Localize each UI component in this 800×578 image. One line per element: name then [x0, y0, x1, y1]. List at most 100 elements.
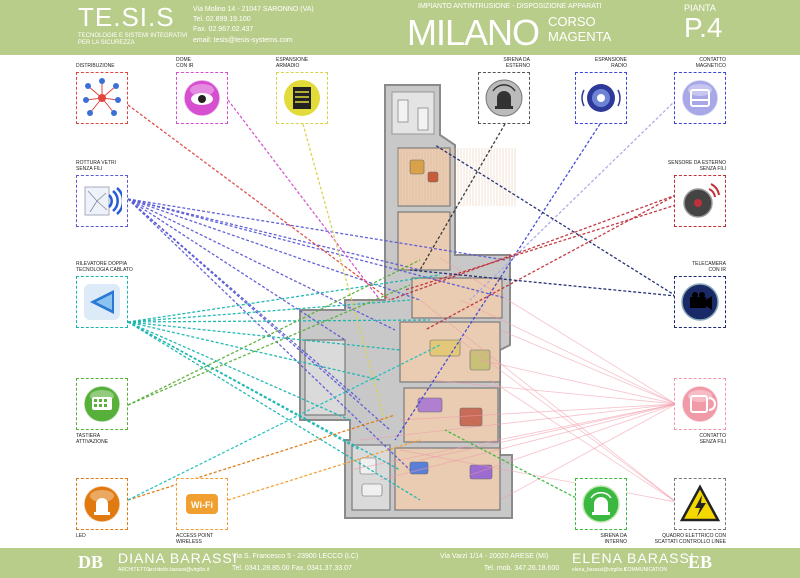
wire	[359, 403, 677, 441]
lounger	[397, 99, 409, 123]
wire	[419, 403, 677, 461]
wire	[469, 99, 677, 301]
device-label-line: WIRELESS	[176, 539, 202, 545]
company-email: email: tesis@tesis-systems.com	[193, 37, 293, 44]
wire	[499, 329, 677, 405]
wire	[127, 321, 381, 381]
wire	[444, 429, 581, 501]
device-label-line: SCATTATI CONTROLLO LINEE	[654, 539, 726, 545]
wire	[127, 198, 346, 341]
device-quadro-elettrico	[674, 478, 726, 530]
room	[397, 147, 451, 207]
brand-tagline-1: TECNOLOGIE E SISTEMI INTEGRATIVI	[78, 33, 188, 39]
wire	[419, 123, 506, 271]
wire	[459, 339, 677, 503]
wireless-contact-icon	[681, 385, 719, 423]
wire	[127, 104, 391, 301]
footer-left-email: architetto.barassi@virgilio.it	[148, 567, 210, 573]
device-contatto-magnetico	[674, 72, 726, 124]
wire	[379, 403, 677, 481]
led-icon	[83, 485, 121, 523]
wire	[227, 439, 421, 501]
device-label-line: LED	[76, 533, 86, 539]
wire	[459, 299, 677, 405]
footer-right-role: COMMUNICATION	[624, 567, 667, 573]
outdoor-siren-icon	[485, 79, 523, 117]
device-label-line: SENZA FILI	[76, 166, 103, 172]
company-address: Via Molino 14 - 21047 SARONNO (VA)	[193, 6, 314, 13]
footer-left-phone: Tel. 0341.28.85.00 Fax. 0341.37.33.07	[232, 565, 352, 572]
device-label-line: ESPANSIONE	[276, 57, 309, 63]
wire	[429, 379, 677, 405]
device-espansione-armadio	[276, 72, 328, 124]
device-access-point: Wi-Fi	[176, 478, 228, 530]
wire	[127, 198, 421, 301]
device-label-line: DOME	[176, 57, 191, 63]
wire	[127, 321, 351, 421]
wire	[419, 299, 677, 503]
footer-right-email: elena_barassi@virgilio.it	[572, 567, 627, 573]
footer-left-address: Via S. Francesco 5 - 23900 LECCO (LC)	[232, 553, 359, 560]
room	[397, 211, 451, 271]
wire	[499, 403, 677, 501]
footer-band: DB DIANA BARASSI ARCHITETTO architetto.b…	[0, 548, 800, 578]
device-label-line: CON IR	[708, 267, 727, 273]
wire	[127, 259, 421, 406]
wire	[404, 204, 677, 291]
wire	[127, 321, 361, 451]
dome-camera-icon	[183, 79, 221, 117]
wire	[227, 99, 381, 301]
device-label-line: ACCESS POINT	[176, 533, 214, 539]
device-label-line: CONTATTO	[699, 433, 726, 439]
radio-expansion-icon	[581, 84, 621, 112]
wire	[479, 359, 677, 405]
wire	[127, 274, 441, 323]
device-label-line: RILEVATORE DOPPIA	[76, 261, 128, 267]
device-label-line: CONTATTO	[699, 57, 726, 63]
project-title: IMPIANTO ANTINTRUSIONE - DISPOSIZIONE AP…	[418, 3, 602, 10]
project-street-2: MAGENTA	[548, 29, 612, 44]
room	[351, 444, 391, 511]
device-label-line: ARMADIO	[276, 63, 300, 69]
device-telecamera	[674, 276, 726, 328]
wire	[439, 257, 677, 405]
ir-camera-icon	[681, 283, 719, 321]
wire	[399, 449, 677, 503]
footer-left-logo: DB	[78, 552, 104, 572]
wire	[127, 321, 421, 501]
device-tastiera	[76, 378, 128, 430]
device-label-line: ATTIVAZIONE	[76, 439, 109, 445]
footer-left-role: ARCHITETTO	[118, 567, 150, 573]
wifi-access-point-icon: Wi-Fi	[186, 494, 218, 514]
footer-right-logo: EB	[688, 552, 713, 572]
wire	[489, 379, 677, 503]
footer-left-name: DIANA BARASSI	[118, 550, 238, 566]
footer-right-name: ELENA BARASSI	[572, 550, 695, 566]
wifi-badge-text: Wi-Fi	[191, 500, 213, 510]
wire	[127, 319, 431, 323]
wire	[127, 344, 441, 501]
device-sirena-interno	[575, 478, 627, 530]
device-label-line: SENZA FILI	[699, 439, 726, 445]
wire	[127, 299, 411, 323]
brand-logo: TE.SI.S	[78, 2, 175, 32]
wire	[469, 403, 677, 476]
device-contatto-senza-fili	[674, 378, 726, 430]
indoor-siren-icon	[582, 485, 620, 523]
company-tel: Tel. 02.899.19.100	[193, 16, 251, 23]
device-label-line: ESPANSIONE	[594, 57, 627, 63]
project-street-1: CORSO	[548, 14, 596, 29]
device-espansione-radio	[575, 72, 627, 124]
device-rilevatore	[76, 276, 128, 328]
